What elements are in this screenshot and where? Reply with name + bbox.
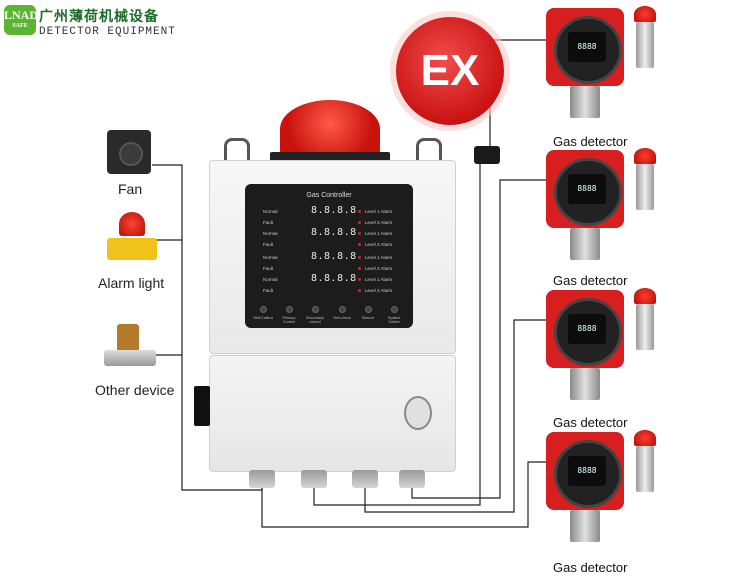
gas-detector-2: 8888 bbox=[546, 148, 681, 265]
side-switch-box bbox=[194, 386, 210, 426]
primary-control-button[interactable]: Primary Control bbox=[277, 306, 301, 324]
row-alarm: Level 2 Alarm bbox=[365, 266, 393, 271]
logo-badge-top: LNAD bbox=[4, 8, 39, 22]
gas-detector-4: 8888 bbox=[546, 430, 681, 547]
detector-lamp-icon bbox=[634, 430, 656, 446]
silence-button[interactable]: Silence bbox=[356, 306, 380, 320]
row-status: Fault bbox=[263, 220, 274, 225]
panel-row: Fault Level 2 Alarm bbox=[245, 217, 413, 228]
gas-detector-3: 8888 bbox=[546, 288, 681, 405]
door-lock-key-icon bbox=[404, 396, 432, 430]
panel-row: Fault Level 2 Alarm bbox=[245, 239, 413, 250]
company-name-en: DETECTOR EQUIPMENT bbox=[39, 26, 176, 38]
fan-icon bbox=[107, 130, 151, 174]
self-calibrate-button[interactable]: Self-Calibra bbox=[251, 306, 275, 320]
row-status: Normal bbox=[263, 231, 278, 236]
row-status: Fault bbox=[263, 242, 274, 247]
panel-title: Gas Controller bbox=[306, 192, 352, 199]
gas-detector-label: Gas detector bbox=[553, 134, 628, 149]
detector-screen: 8888 bbox=[568, 456, 606, 486]
row-alarm: Level 1 Alarm bbox=[365, 255, 393, 260]
beacon-base bbox=[270, 152, 390, 162]
ex-proof-badge: EX bbox=[396, 17, 504, 125]
detector-lamp-icon bbox=[634, 148, 656, 164]
detector-screen: 8888 bbox=[568, 314, 606, 344]
self-check-button[interactable]: Self-check bbox=[330, 306, 354, 320]
panel-row: Normal 8.8.8.8 Level 1 Alarm bbox=[245, 227, 413, 239]
detector-4-wire bbox=[261, 461, 548, 528]
output-label-other-device: Other device bbox=[95, 382, 175, 398]
row-status: Fault bbox=[263, 288, 274, 293]
detector-lamp-icon bbox=[634, 288, 656, 304]
row-alarm: Level 2 Alarm bbox=[365, 220, 393, 225]
row-digits: 8.8.8.8 bbox=[311, 205, 357, 216]
row-digits: 8.8.8.8 bbox=[311, 273, 357, 284]
row-status: Normal bbox=[263, 255, 278, 260]
cable-gland bbox=[301, 470, 327, 488]
power-plug-icon bbox=[474, 146, 500, 164]
panel-row: Fault Level 2 Alarm bbox=[245, 285, 413, 296]
output-label-alarm-light: Alarm light bbox=[98, 275, 165, 291]
controller-beacon-icon bbox=[280, 100, 380, 158]
row-alarm: Level 2 Alarm bbox=[365, 288, 393, 293]
panel-row: Normal 8.8.8.8 Level 1 Alarm bbox=[245, 205, 413, 217]
gas-detector-1: 8888 bbox=[546, 6, 681, 123]
row-alarm: Level 1 Alarm bbox=[365, 209, 393, 214]
cable-gland bbox=[249, 470, 275, 488]
detector-3-wire bbox=[364, 319, 548, 513]
detector-screen: 8888 bbox=[568, 32, 606, 62]
panel-row: Normal 8.8.8.8 Level 1 Alarm bbox=[245, 251, 413, 263]
cable-gland bbox=[352, 470, 378, 488]
row-status: Fault bbox=[263, 266, 274, 271]
detector-2-wire bbox=[411, 179, 548, 499]
controller-cabinet-lower bbox=[209, 355, 456, 472]
cable-gland bbox=[399, 470, 425, 488]
row-alarm: Level 1 Alarm bbox=[365, 231, 393, 236]
panel-row: Fault Level 2 Alarm bbox=[245, 263, 413, 274]
system-switch-button[interactable]: System Switch bbox=[382, 306, 406, 324]
gas-detector-label: Gas detector bbox=[553, 273, 628, 288]
row-digits: 8.8.8.8 bbox=[311, 227, 357, 238]
row-alarm: Level 1 Alarm bbox=[365, 277, 393, 282]
output-label-fan: Fan bbox=[118, 181, 143, 197]
secondary-control-button[interactable]: Secondary control bbox=[303, 306, 327, 324]
gas-detector-label: Gas detector bbox=[553, 415, 628, 430]
company-name-cn: 广州薄荷机械设备 bbox=[39, 9, 159, 25]
solenoid-valve-icon bbox=[104, 324, 156, 368]
alarm-light-icon bbox=[107, 212, 157, 262]
gas-detector-label: Gas detector bbox=[553, 560, 628, 575]
detector-screen: 8888 bbox=[568, 174, 606, 204]
company-logo: LNAD SAFE bbox=[4, 5, 39, 35]
row-status: Normal bbox=[263, 209, 278, 214]
power-wire bbox=[313, 162, 481, 506]
row-status: Normal bbox=[263, 277, 278, 282]
logo-badge-bottom: SAFE bbox=[12, 23, 28, 29]
row-digits: 8.8.8.8 bbox=[311, 251, 357, 262]
panel-row: Normal 8.8.8.8 Level 1 Alarm bbox=[245, 273, 413, 285]
row-alarm: Level 2 Alarm bbox=[365, 242, 393, 247]
detector-lamp-icon bbox=[634, 6, 656, 22]
